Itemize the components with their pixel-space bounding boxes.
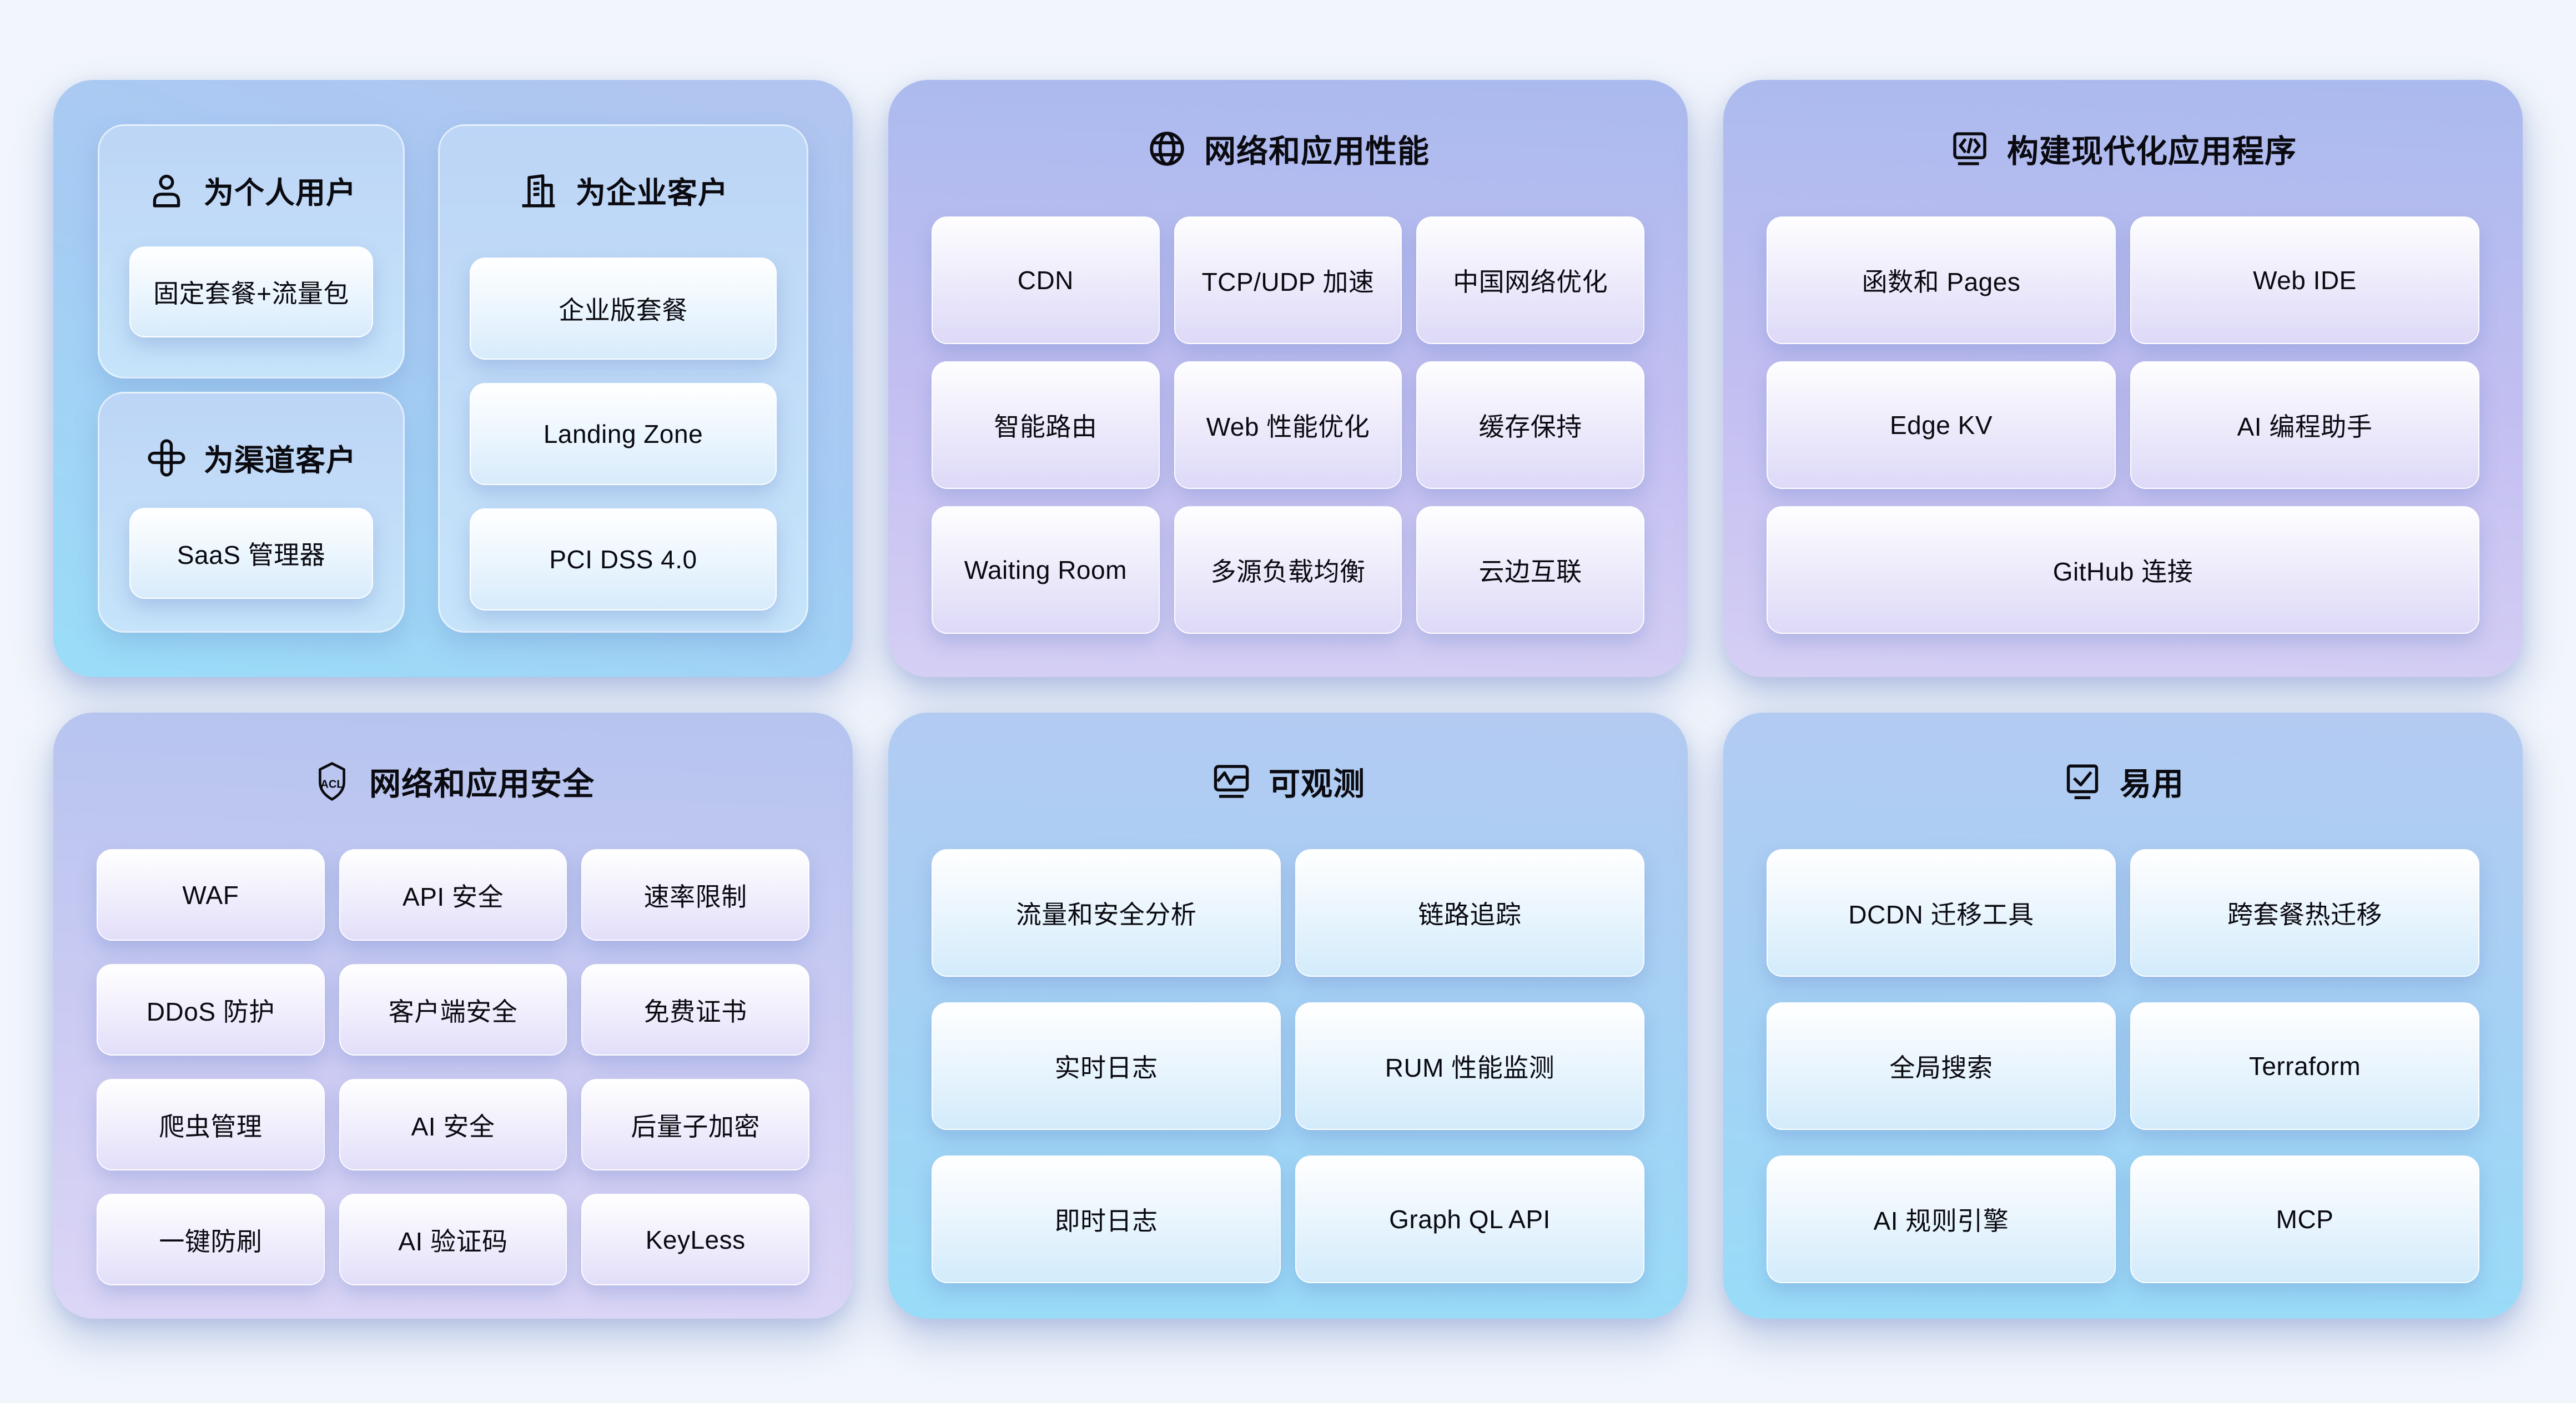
feature-card[interactable]: 客户端安全 xyxy=(339,964,567,1056)
panel-build-modern-apps: 构建现代化应用程序 函数和 Pages Web IDE Edge KV AI 编… xyxy=(1723,80,2523,677)
subpanel-personal-users: 为个人用户 固定套餐+流量包 xyxy=(98,124,405,378)
feature-card[interactable]: GitHub 连接 xyxy=(1767,506,2479,634)
feature-card[interactable]: 实时日志 xyxy=(932,1002,1281,1130)
audience-columns: 为个人用户 固定套餐+流量包 为渠道客户 Sa xyxy=(53,80,853,677)
subpanel-header: 为渠道客户 xyxy=(129,436,373,480)
feature-card[interactable]: DCDN 迁移工具 xyxy=(1767,849,2116,977)
panel-audience: 为个人用户 固定套餐+流量包 为渠道客户 Sa xyxy=(53,80,853,677)
feature-card[interactable]: 企业版套餐 xyxy=(470,258,777,360)
feature-card[interactable]: CDN xyxy=(932,216,1160,344)
person-icon xyxy=(153,174,180,207)
panel-header: 网络和应用性能 xyxy=(888,80,1688,182)
feature-card[interactable]: 即时日志 xyxy=(932,1155,1281,1283)
feature-card[interactable]: 后量子加密 xyxy=(581,1079,809,1170)
feature-card[interactable]: Web IDE xyxy=(2130,216,2479,344)
subpanel-channel-customers: 为渠道客户 SaaS 管理器 xyxy=(98,392,405,633)
panel-title: 构建现代化应用程序 xyxy=(2007,134,2297,169)
feature-card[interactable]: 跨套餐热迁移 xyxy=(2130,849,2479,977)
channel-icon xyxy=(148,438,185,477)
feature-card[interactable]: 云边互联 xyxy=(1416,506,1644,634)
card-grid: CDN TCP/UDP 加速 中国网络优化 智能路由 Web 性能优化 缓存保持… xyxy=(932,216,1644,634)
subpanel-title: 为企业客户 xyxy=(576,176,728,210)
feature-card[interactable]: Web 性能优化 xyxy=(1174,361,1402,489)
feature-card[interactable]: Edge KV xyxy=(1767,361,2116,489)
feature-card[interactable]: PCI DSS 4.0 xyxy=(470,508,777,610)
globe-icon xyxy=(1150,132,1184,166)
feature-card[interactable]: AI 编程助手 xyxy=(2130,361,2479,489)
subpanel-cards: 企业版套餐 Landing Zone PCI DSS 4.0 xyxy=(470,258,777,610)
feature-card[interactable]: SaaS 管理器 xyxy=(129,508,373,599)
panel-title: 可观测 xyxy=(1269,766,1365,802)
panel-title: 易用 xyxy=(2120,766,2184,802)
audience-left-column: 为个人用户 固定套餐+流量包 为渠道客户 Sa xyxy=(98,124,405,633)
code-window-icon xyxy=(1953,132,1986,165)
panel-header: 易用 xyxy=(1723,713,2523,815)
svg-text:ACL: ACL xyxy=(320,779,343,791)
pulse-monitor-icon xyxy=(1214,765,1249,798)
subpanel-title: 为个人用户 xyxy=(204,176,356,210)
feature-card[interactable]: API 安全 xyxy=(339,849,567,941)
panel-network-performance: 网络和应用性能 CDN TCP/UDP 加速 中国网络优化 智能路由 Web 性… xyxy=(888,80,1688,677)
panel-header: 可观测 xyxy=(888,713,1688,815)
feature-card[interactable]: RUM 性能监测 xyxy=(1295,1002,1644,1130)
feature-card[interactable]: 全局搜索 xyxy=(1767,1002,2116,1130)
feature-card[interactable]: Landing Zone xyxy=(470,383,777,485)
panel-header: 构建现代化应用程序 xyxy=(1723,80,2523,182)
feature-card[interactable]: WAF xyxy=(97,849,325,941)
panel-header: ACL 网络和应用安全 xyxy=(53,713,853,815)
panel-title: 网络和应用安全 xyxy=(369,766,595,802)
feature-card[interactable]: 速率限制 xyxy=(581,849,809,941)
feature-card[interactable]: 中国网络优化 xyxy=(1416,216,1644,344)
feature-card[interactable]: MCP xyxy=(2130,1155,2479,1283)
panel-ease-of-use: 易用 DCDN 迁移工具 跨套餐热迁移 全局搜索 Terraform AI 规则… xyxy=(1723,713,2523,1319)
feature-card[interactable]: 函数和 Pages xyxy=(1767,216,2116,344)
feature-card[interactable]: 爬虫管理 xyxy=(97,1079,325,1170)
subpanel-enterprise-customers: 为企业客户 企业版套餐 Landing Zone PCI DSS 4.0 xyxy=(438,124,808,633)
card-grid: WAF API 安全 速率限制 DDoS 防护 客户端安全 免费证书 爬虫管理 … xyxy=(97,849,809,1285)
feature-card[interactable]: 缓存保持 xyxy=(1416,361,1644,489)
feature-card[interactable]: 一键防刷 xyxy=(97,1194,325,1285)
building-icon xyxy=(522,174,555,207)
feature-card[interactable]: KeyLess xyxy=(581,1194,809,1285)
subpanel-cards: SaaS 管理器 xyxy=(129,508,373,599)
feature-card[interactable]: 多源负载均衡 xyxy=(1174,506,1402,634)
subpanel-title: 为渠道客户 xyxy=(204,444,356,477)
feature-card[interactable]: Graph QL API xyxy=(1295,1155,1644,1283)
feature-card[interactable]: TCP/UDP 加速 xyxy=(1174,216,1402,344)
feature-card[interactable]: 固定套餐+流量包 xyxy=(129,246,373,337)
subpanel-header: 为个人用户 xyxy=(129,168,373,212)
feature-card[interactable]: 智能路由 xyxy=(932,361,1160,489)
panel-network-security: ACL 网络和应用安全 WAF API 安全 速率限制 DDoS 防护 客户端安… xyxy=(53,713,853,1319)
feature-card[interactable]: 免费证书 xyxy=(581,964,809,1056)
card-grid: 流量和安全分析 链路追踪 实时日志 RUM 性能监测 即时日志 Graph QL… xyxy=(932,849,1644,1283)
feature-card[interactable]: AI 规则引擎 xyxy=(1767,1155,2116,1283)
feature-card[interactable]: Terraform xyxy=(2130,1002,2479,1130)
card-grid: DCDN 迁移工具 跨套餐热迁移 全局搜索 Terraform AI 规则引擎 … xyxy=(1767,849,2479,1283)
feature-card[interactable]: 流量和安全分析 xyxy=(932,849,1281,977)
card-grid: 函数和 Pages Web IDE Edge KV AI 编程助手 GitHub… xyxy=(1767,216,2479,634)
feature-card[interactable]: DDoS 防护 xyxy=(97,964,325,1056)
acl-shield-icon: ACL xyxy=(319,762,345,801)
feature-card[interactable]: AI 验证码 xyxy=(339,1194,567,1285)
feature-card[interactable]: Waiting Room xyxy=(932,506,1160,634)
subpanel-cards: 固定套餐+流量包 xyxy=(129,246,373,337)
feature-card[interactable]: AI 安全 xyxy=(339,1079,567,1170)
panel-title: 网络和应用性能 xyxy=(1204,134,1430,169)
check-monitor-icon xyxy=(2066,764,2099,799)
subpanel-header: 为企业客户 xyxy=(470,168,777,212)
feature-card[interactable]: 链路追踪 xyxy=(1295,849,1644,977)
panel-observability: 可观测 流量和安全分析 链路追踪 实时日志 RUM 性能监测 即时日志 Grap… xyxy=(888,713,1688,1319)
